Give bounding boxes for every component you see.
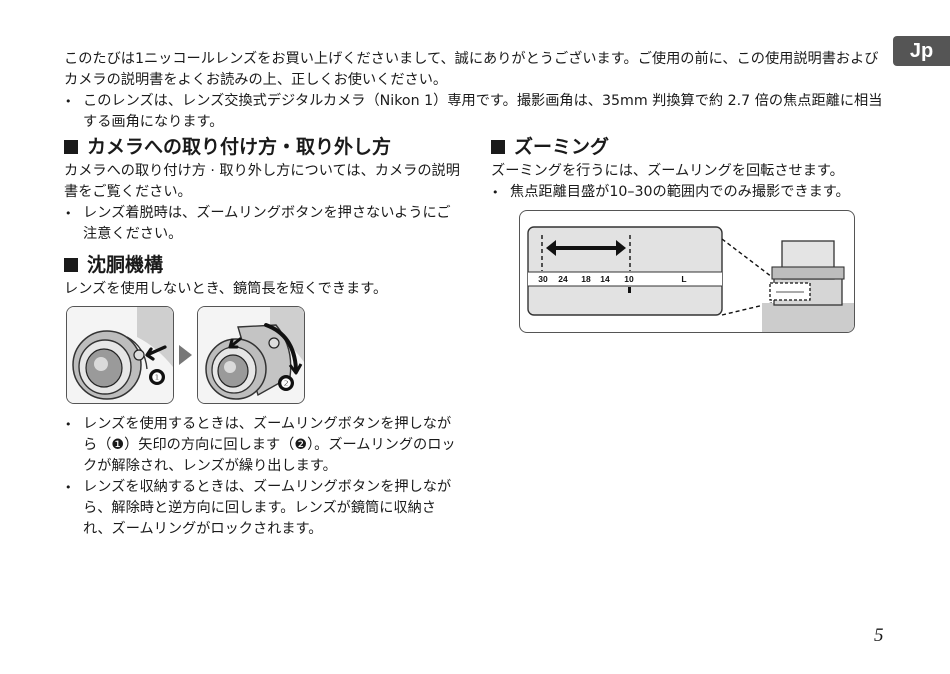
scale-label-18: 18 xyxy=(581,274,591,284)
zoom-heading-text: ズーミング xyxy=(514,136,610,158)
scale-label-L: L xyxy=(681,274,686,284)
retract-bullets: レンズを使用するときは、ズームリングボタンを押しながら（❶）矢印の方向に回します… xyxy=(64,414,464,540)
attach-heading: カメラへの取り付け方・取り外し方 xyxy=(64,133,464,161)
heading-square-icon xyxy=(64,140,78,154)
lens-photo-retracted: ❶ xyxy=(66,306,174,404)
intro-text: このたびは1ニッコールレンズをお買い上げくださいまして、誠にありがとうございます… xyxy=(64,51,879,88)
lens-retracted-illustration: ❶ xyxy=(67,307,173,403)
scale-label-24: 24 xyxy=(558,274,568,284)
retract-heading: 沈胴機構 xyxy=(64,251,464,279)
zoom-scale-figure: 30 24 18 14 10 L xyxy=(519,210,855,333)
page-number: 5 xyxy=(874,625,884,646)
next-step-arrow-icon xyxy=(179,345,192,365)
step-label-1: ❶ xyxy=(152,371,163,385)
scale-label-10: 10 xyxy=(624,274,634,284)
scale-label-14: 14 xyxy=(600,274,610,284)
retract-text: レンズを使用しないとき、鏡筒長を短くできます。 xyxy=(64,281,388,297)
attach-heading-text: カメラへの取り付け方・取り外し方 xyxy=(87,136,392,158)
zoom-text: ズーミングを行うには、ズームリングを回転させます。 xyxy=(491,163,844,179)
retract-figure: ❶ ❷ xyxy=(66,306,305,404)
step-label-2: ❷ xyxy=(281,377,292,391)
language-tab: Jp xyxy=(893,36,950,66)
left-column: カメラへの取り付け方・取り外し方 カメラへの取り付け方 · 取り外し方については… xyxy=(64,133,464,300)
attach-text: カメラへの取り付け方 · 取り外し方については、カメラの説明書をご覧ください。 xyxy=(64,163,460,200)
lens-extended-illustration: ❷ xyxy=(198,307,304,403)
retract-bullet-use: レンズを使用するときは、ズームリングボタンを押しながら（❶）矢印の方向に回します… xyxy=(64,414,464,477)
intro-section: このたびは1ニッコールレンズをお買い上げくださいまして、誠にありがとうございます… xyxy=(64,49,886,133)
retract-bullet-store: レンズを収納するときは、ズームリングボタンを押しながら、解除時と逆方向に回します… xyxy=(64,477,464,540)
heading-square-icon xyxy=(64,258,78,272)
heading-square-icon xyxy=(491,140,505,154)
zoom-bullet: 焦点距離目盛が10–30の範囲内でのみ撮影できます。 xyxy=(491,182,886,203)
retract-heading-text: 沈胴機構 xyxy=(87,254,164,276)
lens-photo-extended: ❷ xyxy=(197,306,305,404)
zoom-heading: ズーミング xyxy=(491,133,886,161)
intro-bullet: このレンズは、レンズ交換式デジタルカメラ（Nikon 1）専用です。撮影画角は、… xyxy=(64,91,886,133)
right-column: ズーミング ズーミングを行うには、ズームリングを回転させます。 焦点距離目盛が1… xyxy=(491,133,886,203)
attach-bullet: レンズ着脱時は、ズームリングボタンを押さないようにご注意ください。 xyxy=(64,203,464,245)
zoom-scale-illustration: 30 24 18 14 10 L xyxy=(527,226,854,332)
scale-label-30: 30 xyxy=(538,274,548,284)
